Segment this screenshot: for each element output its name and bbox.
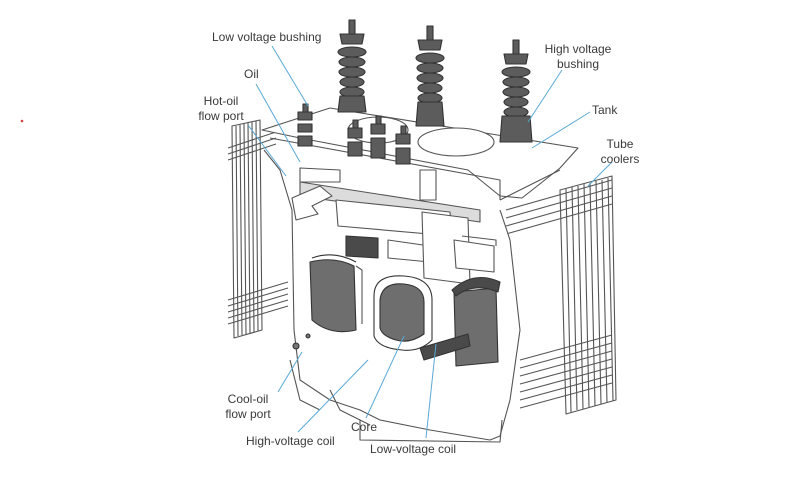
- label-cool-oil-flow-port: Cool-oil flow port: [225, 392, 271, 421]
- leader-cool-oil-flow-port: [277, 351, 303, 393]
- high-voltage-bushings: [337, 19, 533, 143]
- high-voltage-coil: [309, 254, 363, 333]
- low-voltage-coil: [419, 276, 501, 367]
- label-core: Core: [351, 420, 378, 434]
- right-tube-coolers: [505, 175, 617, 415]
- leader-tank: [531, 111, 591, 149]
- leader-high-voltage-bushing: [527, 69, 563, 123]
- leader-high-voltage-coil: [297, 359, 369, 433]
- leader-hot-oil-flow-port: [247, 124, 287, 177]
- leader-oil: [255, 83, 301, 163]
- label-tube-coolers: Tube coolers: [600, 137, 640, 166]
- label-high-voltage-coil: High-voltage coil: [246, 434, 335, 448]
- leader-tube-coolers: [587, 161, 613, 187]
- leader-lines: [247, 45, 613, 439]
- tank: [261, 107, 579, 443]
- label-low-voltage-bushing: Low voltage bushing: [212, 30, 322, 44]
- leader-core: [365, 335, 405, 419]
- label-oil: Oil: [244, 67, 259, 81]
- left-tube-coolers: [227, 119, 289, 339]
- stray-dot: [20, 119, 24, 123]
- label-hot-oil-flow-port: Hot-oil flow port: [198, 94, 244, 123]
- label-high-voltage-bushing: High voltage bushing: [544, 42, 612, 71]
- cool-oil-port-icon: [292, 342, 300, 350]
- label-tank: Tank: [592, 103, 618, 117]
- leader-low-voltage-bushing: [271, 45, 309, 107]
- core-frame: [291, 167, 497, 285]
- low-voltage-bushings: [297, 103, 411, 165]
- label-low-voltage-coil: Low-voltage coil: [370, 442, 457, 456]
- leader-low-voltage-coil: [425, 343, 437, 439]
- core-coil: [373, 275, 433, 351]
